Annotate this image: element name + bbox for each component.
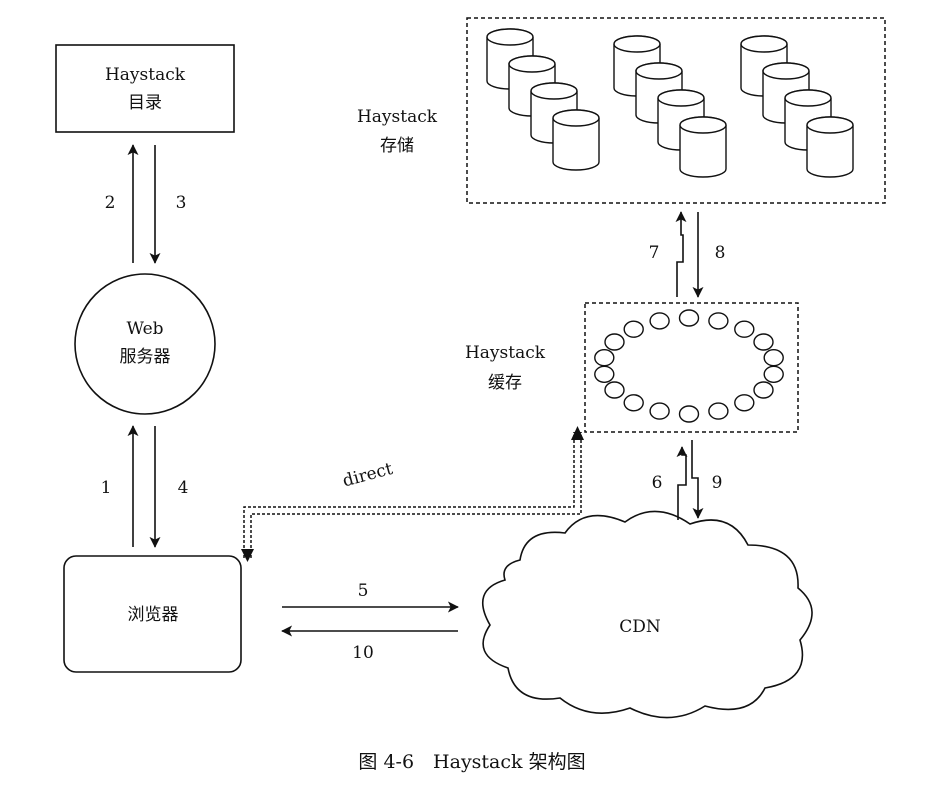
figure-caption: 图 4-6 Haystack 架构图	[358, 751, 585, 773]
directory-web-arrows: 2 3	[105, 144, 187, 264]
storage-cylinders	[486, 28, 854, 178]
cache-node-circle	[678, 405, 700, 423]
step-4-label: 4	[178, 478, 189, 498]
haystack-cache-node: Haystack 缓存	[465, 302, 799, 433]
storage-disk-cylinder	[552, 109, 600, 171]
cache-node-circle	[753, 333, 774, 351]
arrow-step-9	[691, 440, 704, 519]
direct-arrowhead-browser	[241, 549, 254, 562]
browser-label: 浏览器	[128, 605, 179, 625]
direct-path-line-outer	[243, 432, 575, 558]
step-8-label: 8	[715, 243, 726, 263]
directory-label-line2: 目录	[128, 93, 162, 113]
browser-node: 浏览器	[63, 555, 242, 673]
step-9-label: 9	[712, 473, 723, 493]
cache-ring	[594, 309, 784, 423]
cache-node-circle	[763, 365, 784, 383]
web-browser-arrows: 1 4	[101, 425, 189, 548]
cdn-node: CDN	[481, 510, 813, 719]
direct-label: direct	[341, 459, 395, 492]
directory-label-line1: Haystack	[105, 65, 186, 85]
storage-disk-cylinder	[806, 116, 854, 178]
cache-label-line2: 缓存	[488, 373, 522, 393]
step-5-label: 5	[358, 581, 369, 601]
cache-node-circle	[623, 320, 644, 338]
cache-node-circle	[763, 349, 784, 367]
cdn-label: CDN	[619, 617, 661, 637]
cache-node-circle	[708, 402, 729, 420]
step-10-label: 10	[352, 643, 374, 663]
cache-node-circle	[678, 309, 700, 327]
cache-node-circle	[734, 320, 755, 338]
web-server-label-line1: Web	[126, 319, 163, 339]
cache-node-circle	[753, 381, 774, 399]
browser-cdn-arrows: 5 10	[281, 581, 459, 663]
cache-storage-arrows: 7 8	[649, 211, 726, 298]
arrow-step-7	[675, 211, 687, 297]
direct-arrowhead-cache	[571, 426, 584, 440]
cache-node-circle	[604, 333, 625, 351]
direct-path: direct	[241, 426, 584, 562]
web-server-label-line2: 服务器	[120, 347, 171, 367]
storage-label-line2: 存储	[380, 136, 414, 156]
cache-node-circle	[649, 312, 670, 330]
cdn-cache-arrows: 6 9	[652, 440, 723, 520]
cache-node-circle	[604, 381, 625, 399]
cache-node-circle	[594, 365, 615, 383]
storage-disk-cylinder	[679, 116, 727, 178]
step-6-label: 6	[652, 473, 663, 493]
haystack-directory-node: Haystack 目录	[55, 44, 235, 133]
cache-node-circle	[649, 402, 670, 420]
cache-label-line1: Haystack	[465, 343, 546, 363]
step-7-label: 7	[649, 243, 660, 263]
cache-node-circle	[734, 394, 755, 412]
step-3-label: 3	[176, 193, 187, 213]
cache-node-circle	[708, 312, 729, 330]
direct-path-line-inner	[250, 432, 582, 558]
storage-label-line1: Haystack	[357, 107, 438, 127]
step-1-label: 1	[101, 478, 112, 498]
arrow-step-6	[676, 446, 688, 520]
web-server-node: Web 服务器	[74, 273, 216, 415]
haystack-storage-node: Haystack 存储	[357, 17, 886, 204]
cache-node-circle	[623, 394, 644, 412]
cache-node-circle	[594, 349, 615, 367]
step-2-label: 2	[105, 193, 116, 213]
